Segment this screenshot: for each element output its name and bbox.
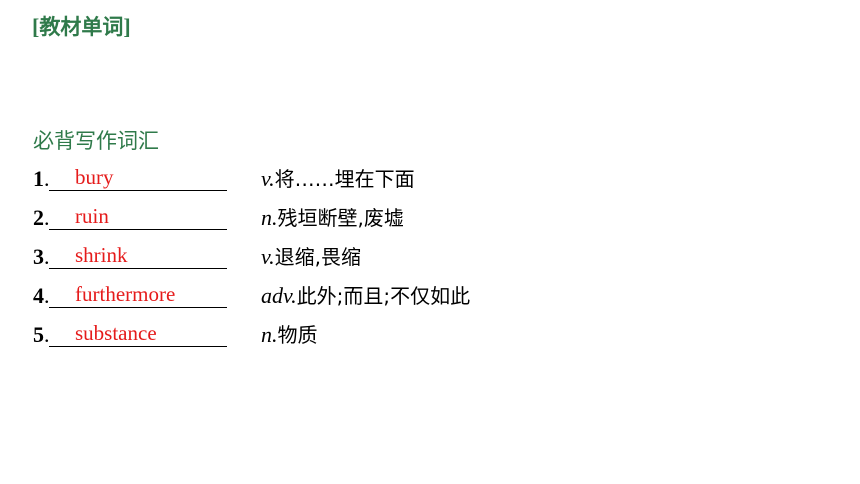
vocab-item: 5. substance n.物质 — [33, 320, 833, 352]
vocab-item: 2. ruin n.残垣断壁,废墟 — [33, 203, 833, 235]
vocab-item: 4. furthermore adv.此外;而且;不仅如此 — [33, 281, 833, 313]
part-of-speech: v. — [261, 166, 275, 191]
answer-word: substance — [75, 321, 157, 345]
answer-blank: furthermore — [49, 281, 227, 308]
vocab-item: 3. shrink v.退缩,畏缩 — [33, 242, 833, 274]
answer-word: bury — [75, 165, 114, 189]
meaning: 退缩,畏缩 — [274, 245, 361, 269]
item-number: 2. — [33, 205, 50, 230]
answer-blank: shrink — [49, 242, 227, 269]
header-title: 教材单词 — [39, 15, 124, 39]
vocab-item: 1. bury v.将……埋在下面 — [33, 164, 833, 196]
part-of-speech: n. — [261, 205, 278, 230]
definition: n.残垣断壁,废墟 — [261, 205, 404, 231]
answer-word: furthermore — [75, 282, 176, 306]
definition: v.将……埋在下面 — [261, 166, 415, 192]
answer-word: ruin — [75, 204, 109, 228]
answer-blank: ruin — [49, 203, 227, 230]
answer-blank: substance — [49, 320, 227, 347]
header-open-bracket: [ — [32, 14, 40, 39]
vocab-section-title: 必背写作词汇 — [33, 129, 159, 153]
meaning: 此外;而且;不仅如此 — [296, 284, 471, 308]
answer-word: shrink — [75, 243, 128, 267]
definition: adv.此外;而且;不仅如此 — [261, 283, 470, 309]
item-number: 5. — [33, 322, 50, 347]
answer-blank: bury — [49, 164, 227, 191]
meaning: 残垣断壁,废墟 — [277, 206, 404, 230]
definition: n.物质 — [261, 322, 318, 348]
item-number: 1. — [33, 166, 50, 191]
part-of-speech: adv. — [261, 283, 297, 308]
definition: v.退缩,畏缩 — [261, 244, 361, 270]
part-of-speech: n. — [261, 322, 278, 347]
meaning: 将……埋在下面 — [274, 167, 415, 191]
item-number: 4. — [33, 283, 50, 308]
part-of-speech: v. — [261, 244, 275, 269]
section-header: [教材单词] — [32, 10, 131, 44]
meaning: 物质 — [277, 323, 318, 347]
header-close-bracket: ] — [123, 14, 131, 39]
item-number: 3. — [33, 244, 50, 269]
